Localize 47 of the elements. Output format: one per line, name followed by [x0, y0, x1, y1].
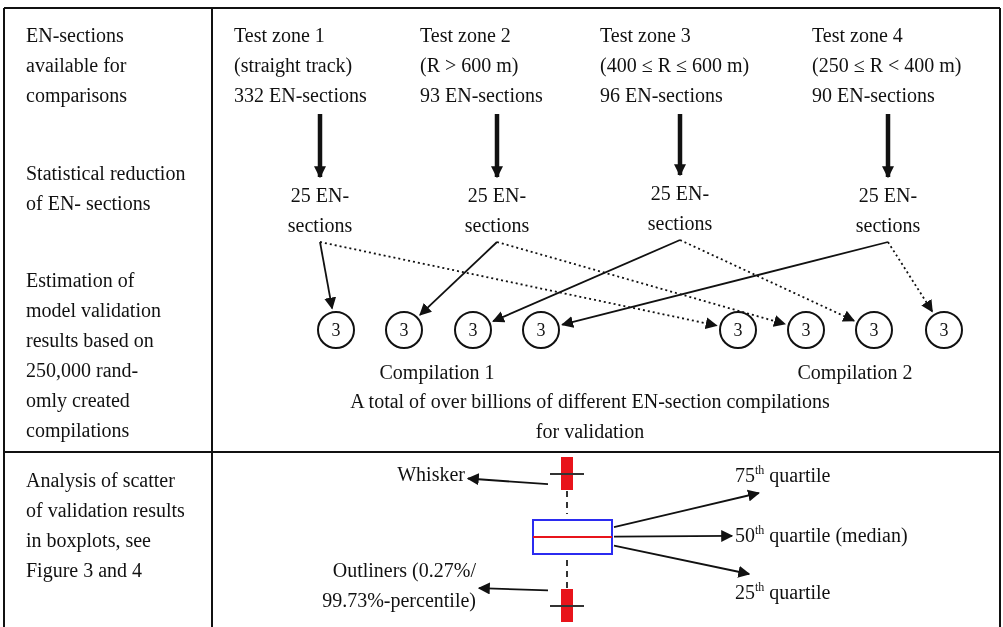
arrow	[674, 114, 686, 177]
arrow	[613, 529, 734, 542]
circle-node: 3	[522, 311, 560, 349]
circle-node: 3	[925, 311, 963, 349]
boxplot-box	[532, 519, 613, 555]
node-label: 75$^{th}$ quartile	[735, 460, 935, 490]
circle-node: 3	[317, 311, 355, 349]
node-label: 50$^{th}$ quartile (median)	[735, 520, 985, 550]
node-label: 25 EN- sections	[452, 180, 542, 240]
node-label: 25 EN- sections	[843, 180, 933, 240]
node-label: 25$^{th}$ quartile	[735, 577, 935, 607]
whisker-marker	[549, 559, 585, 622]
arrow	[419, 241, 498, 316]
row-heading: Estimation of model validation results based on 250,000 rand- omly created compilations	[26, 268, 162, 444]
node-label: Outliners (0.27%/ 99.73%-percentile)	[298, 555, 476, 615]
arrow	[491, 114, 503, 179]
row-heading: Analysis of scatter of validation results in boxplots, see Figure 3 and 4	[26, 468, 186, 584]
circle-node: 3	[787, 311, 825, 349]
node-label: 25 EN- sections	[275, 180, 365, 240]
circle-node: 3	[385, 311, 423, 349]
arrow	[882, 114, 894, 179]
zone-label: Test zone 4 (250 ≤ R < 400 m) 90 EN-sections	[812, 20, 997, 110]
circle-node: 3	[454, 311, 492, 349]
arrow	[613, 489, 760, 529]
whisker-marker	[549, 457, 585, 515]
arrow	[477, 582, 549, 595]
arrow	[613, 544, 751, 578]
arrow	[492, 239, 681, 323]
group-label: Compilation 2	[796, 360, 914, 386]
arrow	[466, 473, 549, 486]
circle-node: 3	[855, 311, 893, 349]
arrow	[887, 241, 934, 313]
circle-node: 3	[719, 311, 757, 349]
zone-label: Test zone 3 (400 ≤ R ≤ 600 m) 96 EN-sections	[600, 20, 810, 110]
arrow	[496, 241, 786, 327]
row-heading: Statistical reduction of EN- sections	[26, 161, 186, 216]
arrow	[561, 241, 889, 328]
group-label: Compilation 1	[378, 360, 496, 386]
node-label: Whisker	[345, 459, 465, 489]
zone-label: Test zone 2 (R > 600 m) 93 EN-sections	[420, 20, 595, 110]
arrow	[319, 241, 337, 310]
arrow	[679, 239, 856, 322]
note-text: A total of over billions of different EN-section compilations for validation	[350, 389, 830, 444]
node-label: 25 EN- sections	[635, 178, 725, 238]
row-heading: EN-sections available for comparisons	[26, 23, 129, 109]
arrow	[314, 114, 326, 179]
arrow	[319, 241, 718, 330]
